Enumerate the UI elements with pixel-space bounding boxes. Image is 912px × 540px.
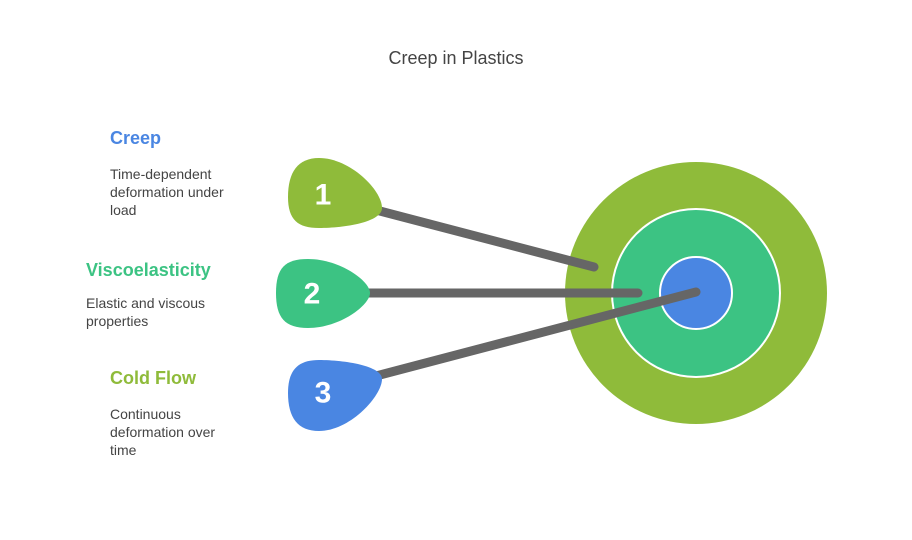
badge-3-shape — [288, 360, 382, 431]
connector-line-1 — [371, 205, 599, 272]
item-3-heading: Cold Flow — [110, 368, 196, 388]
item-3-description: Continuous deformation over time — [110, 406, 216, 458]
badge-1-number: 1 — [315, 179, 332, 212]
badge-3-number: 3 — [315, 377, 332, 410]
badge-2-number: 2 — [304, 278, 321, 311]
badge-2-shape — [276, 259, 370, 328]
item-1-description: Time-dependent deformation under load — [110, 166, 224, 218]
diagram-title: Creep in Plastics — [388, 48, 524, 68]
badge-3: 3 — [288, 360, 382, 431]
item-2-heading: Viscoelasticity — [86, 260, 211, 280]
badge-1: 1 — [288, 158, 382, 228]
badge-1-shape — [288, 158, 382, 228]
item-1-heading: Creep — [110, 128, 162, 148]
badge-2: 2 — [276, 259, 370, 328]
connector-line-3 — [371, 287, 701, 381]
item-2-description: Elastic and viscous properties — [86, 295, 206, 329]
